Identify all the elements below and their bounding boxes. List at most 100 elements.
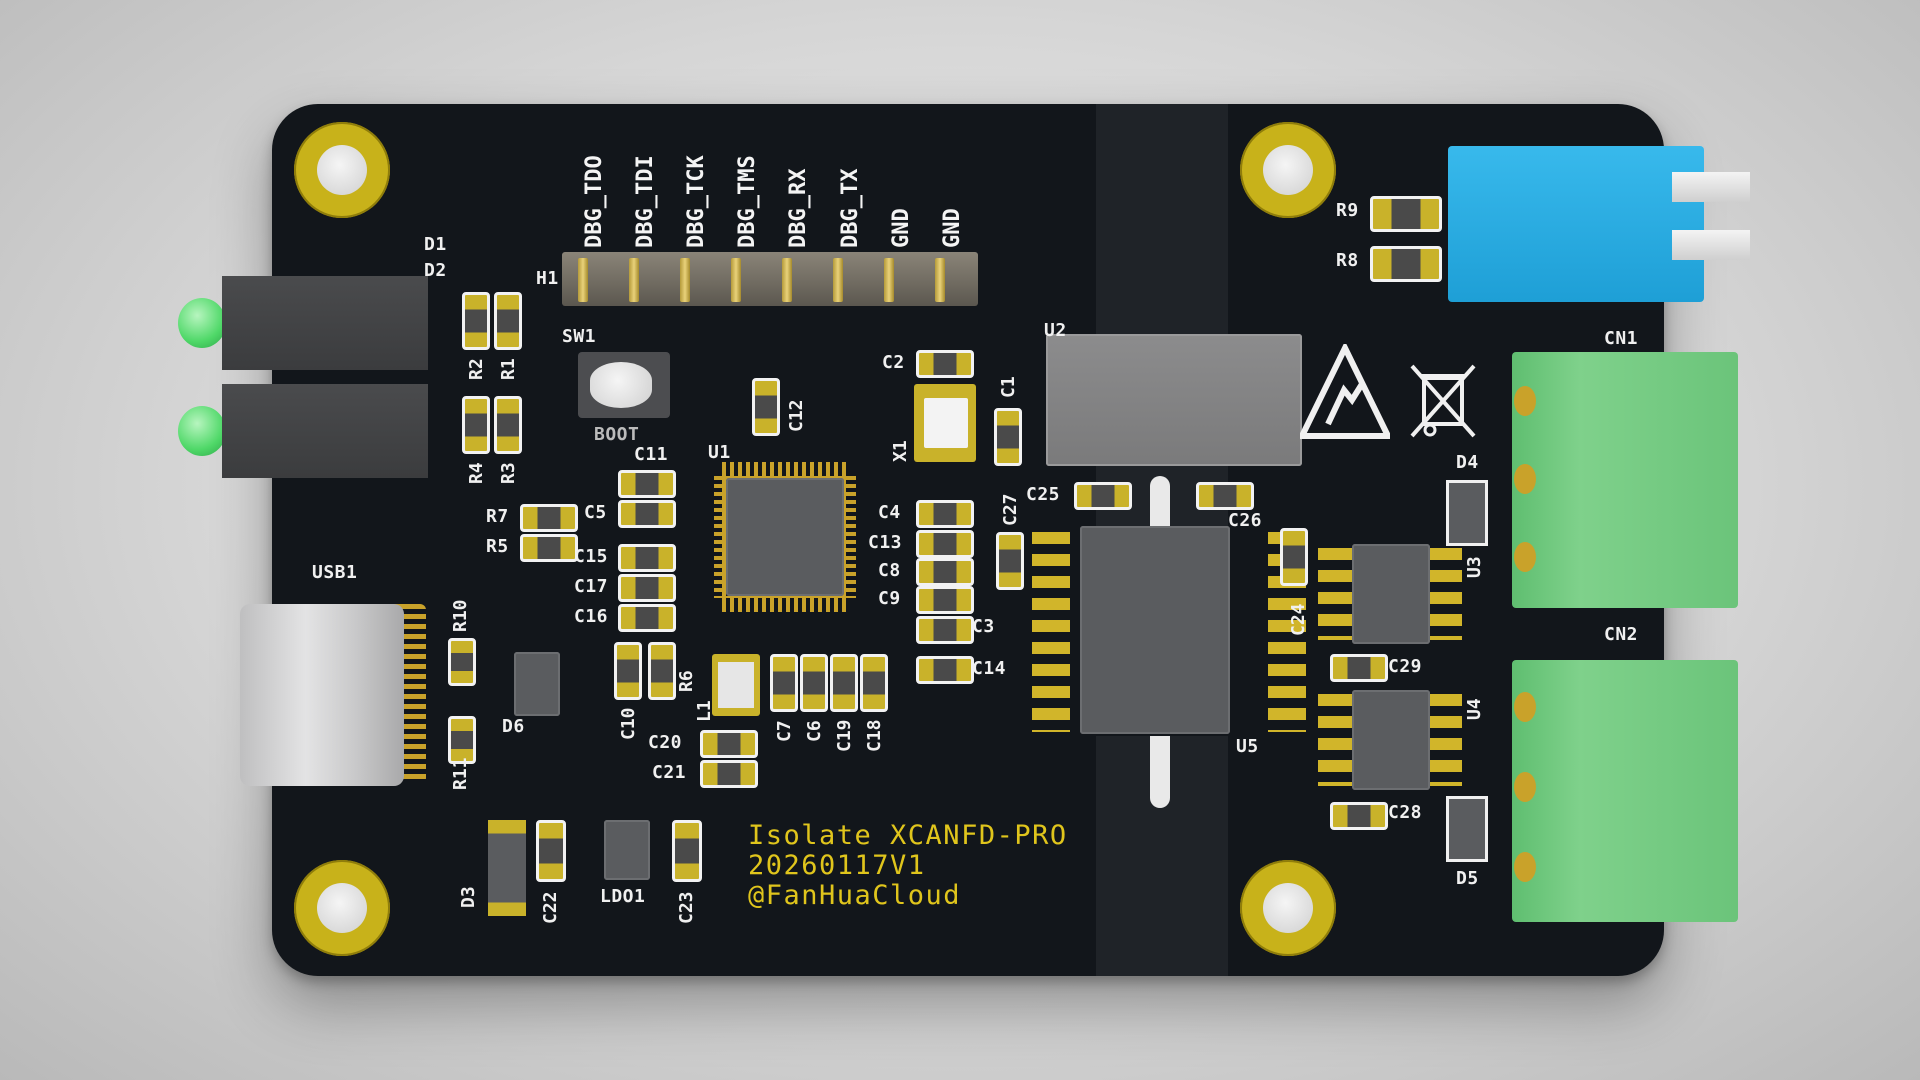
led-d1 [222,276,428,370]
label-c27: C27 [1000,493,1021,526]
label-r3: R3 [498,462,519,484]
label-c29: C29 [1388,656,1423,677]
label-c24: C24 [1288,603,1309,636]
capacitor-c5 [618,500,676,528]
resistor-r7 [520,504,578,532]
diode-d3 [488,820,526,916]
label-l1: L1 [694,700,715,722]
terminal-block-cn2[interactable] [1512,660,1738,922]
capacitor-c26 [1196,482,1254,510]
label-x1: X1 [890,440,911,462]
capacitor-c15 [618,544,676,572]
label-c19: C19 [834,719,855,752]
header-pin [884,258,894,302]
ldo-regulator [604,820,650,880]
label-sw1: SW1 [562,326,597,347]
capacitor-c8 [916,558,974,586]
label-r11: R11 [450,757,471,790]
label-u1: U1 [708,442,731,463]
capacitor-c23 [672,820,702,882]
resistor-r11 [448,716,476,764]
cn2-pin-1 [1514,692,1536,722]
pin-label-gnd-2: GND [940,208,965,248]
diode-d6 [514,652,560,716]
capacitor-c19 [830,654,858,712]
cn2-pin-3 [1514,852,1536,882]
label-c23: C23 [676,891,697,924]
label-u2: U2 [1044,320,1067,341]
capacitor-c27 [996,532,1024,590]
cn1-pin-1 [1514,386,1536,416]
capacitor-c16 [618,604,676,632]
capacitor-c21 [700,760,758,788]
weee-crossed-bin-icon [1410,364,1476,438]
mounting-hole-top-left [294,122,390,218]
resistor-r4 [462,396,490,454]
capacitor-c2 [916,350,974,378]
pin-label-dbg-tx: DBG_TX [838,168,863,248]
board-title: Isolate XCANFD-PRO [748,820,1068,851]
terminal-block-cn1[interactable] [1512,352,1738,608]
label-d3: D3 [458,886,479,908]
label-usb1: USB1 [312,562,358,583]
label-c7: C7 [774,720,795,742]
usb-c-connector[interactable] [240,604,404,786]
resistor-r9 [1370,196,1442,232]
label-cn2: CN2 [1604,624,1639,645]
mounting-hole-bottom-right [1240,860,1336,956]
label-r4: R4 [466,462,487,484]
led-d2 [222,384,428,478]
capacitor-c11 [618,470,676,498]
label-c2: C2 [882,352,905,373]
can-transceiver-u4 [1352,690,1430,790]
cn1-pin-3 [1514,542,1536,572]
label-c26: C26 [1228,510,1263,531]
label-c1: C1 [998,376,1019,398]
label-h1: H1 [536,268,559,289]
pin-label-dbg-tdo: DBG_TDO [582,155,607,248]
header-pin [833,258,843,302]
label-r10: R10 [450,599,471,632]
board-version: 20260117V1 [748,850,926,881]
capacitor-c29 [1330,654,1388,682]
capacitor-c4 [916,500,974,528]
label-ldo1: LDO1 [600,886,646,907]
dip-switch[interactable] [1448,146,1704,302]
label-r6: R6 [676,670,697,692]
isolated-dcdc-u2 [1046,334,1302,466]
capacitor-c1 [994,408,1022,466]
label-d6: D6 [502,716,525,737]
capacitor-c28 [1330,802,1388,830]
led-dome-d2 [178,406,226,456]
capacitor-c9 [916,586,974,614]
inductor-l1 [718,662,754,708]
label-c18: C18 [864,719,885,752]
label-c21: C21 [652,762,687,783]
header-pin [935,258,945,302]
label-r5: R5 [486,536,509,557]
pin-label-dbg-tms: DBG_TMS [735,155,760,248]
label-c22: C22 [540,891,561,924]
label-c16: C16 [574,606,609,627]
label-d5: D5 [1456,868,1479,889]
cn2-pin-2 [1514,772,1536,802]
boot-button[interactable] [590,362,652,408]
label-r8: R8 [1336,250,1359,271]
crystal-x1-cap [924,398,968,448]
label-c3: C3 [972,616,995,637]
dip-switch-lever-2[interactable] [1672,230,1750,260]
capacitor-c7 [770,654,798,712]
capacitor-c17 [618,574,676,602]
dip-switch-lever-1[interactable] [1672,172,1750,202]
debug-header-h1 [562,252,978,306]
label-c12: C12 [786,399,807,432]
header-pin [782,258,792,302]
label-r7: R7 [486,506,509,527]
label-c25: C25 [1026,484,1061,505]
isolator-u5 [1080,526,1230,734]
label-c8: C8 [878,560,901,581]
label-c14: C14 [972,658,1007,679]
pin-label-dbg-rx: DBG_RX [786,168,811,248]
capacitor-c6 [800,654,828,712]
capacitor-c12 [752,378,780,436]
